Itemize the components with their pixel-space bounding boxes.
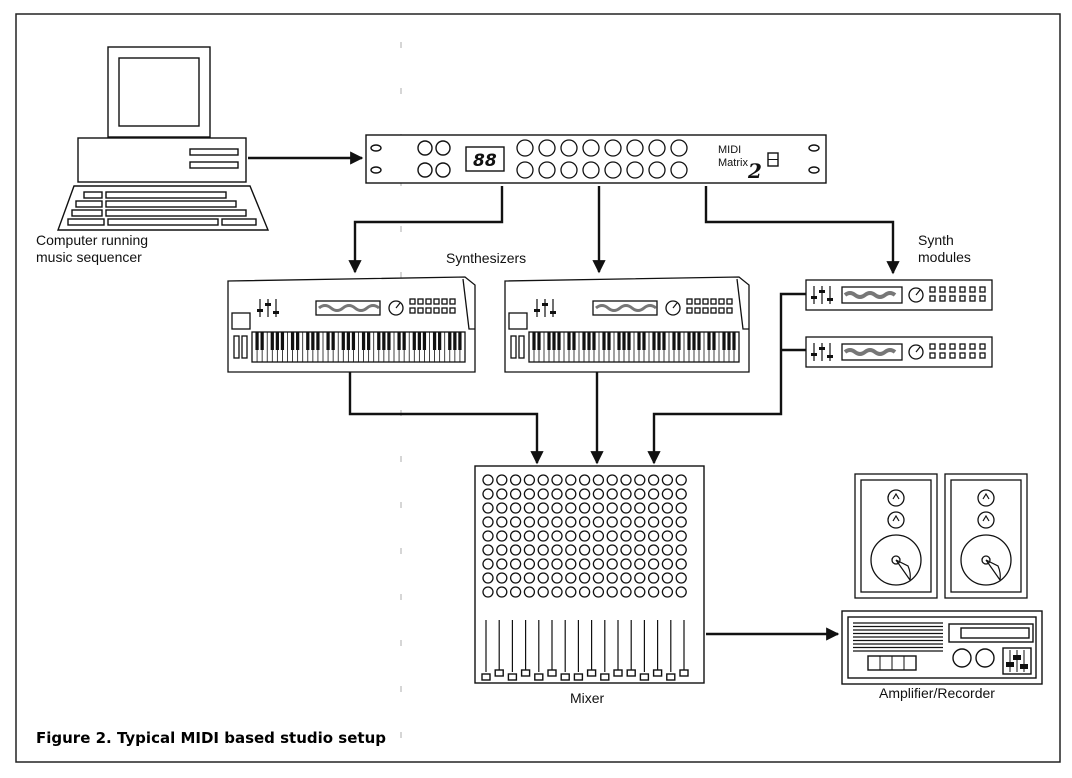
midi-matrix-label-line1: MIDI [718,144,741,156]
midi-display-readout: 88 [473,151,497,171]
synth-modules-label-line2: modules [918,249,971,265]
amplifier-recorder-label: Amplifier/Recorder [879,685,995,701]
computer-icon [58,47,268,230]
synth-module-1 [806,280,992,310]
figure-caption: Figure 2. Typical MIDI based studio setu… [36,729,386,747]
synthesizers-label: Synthesizers [446,250,526,266]
midi-matrix-model-number: 2 [747,159,762,183]
computer-label-line1: Computer running [36,232,148,248]
amplifier-recorder-unit [842,611,1042,684]
arrow-synth1-to-mixer [350,372,537,463]
synth-modules-label-line1: Synth [918,232,954,248]
mixer-label: Mixer [570,690,605,706]
synth-module-2 [806,337,992,367]
speaker-right [945,474,1027,598]
computer-label-line2: music sequencer [36,249,142,265]
mixer-console [475,466,704,683]
midi-matrix-label-line2: Matrix [718,157,748,169]
synthesizer-1 [228,277,475,372]
speaker-left [855,474,937,598]
arrow-midi-to-synth-modules [706,186,893,273]
synthesizer-2 [505,277,749,372]
